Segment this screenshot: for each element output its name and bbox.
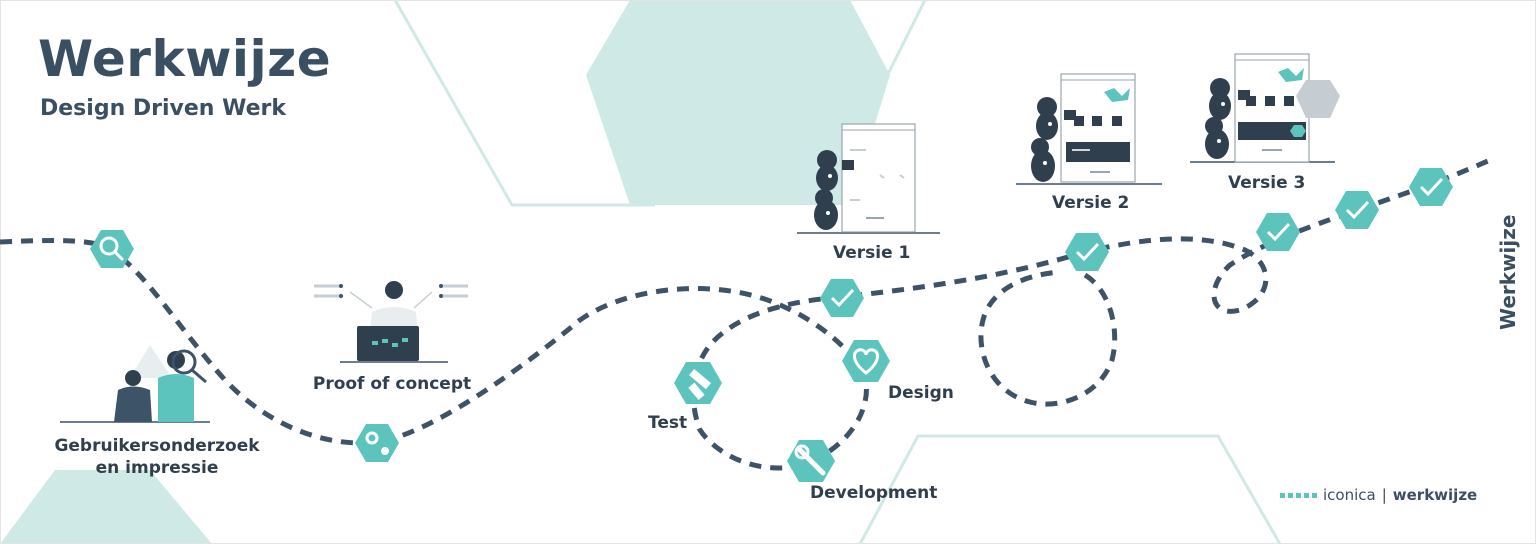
bg-hexagon-outline-bottom: [858, 434, 1282, 544]
step-label-version-1: Versie 1: [833, 243, 911, 263]
step-label-test: Test: [648, 413, 688, 433]
version-2-illustration: [1016, 73, 1162, 185]
journey-path: [0, 157, 1492, 471]
step-label-design: Design: [888, 383, 954, 403]
brand-section: werkwijze: [1392, 486, 1478, 504]
check-marker-1: [820, 279, 864, 317]
step-label-version-3: Versie 3: [1228, 173, 1306, 193]
check-marker-5: [1409, 168, 1453, 206]
test-step-marker: [674, 362, 722, 404]
brand-footer: iconica | werkwijze: [1280, 486, 1477, 504]
settings-step-marker: [355, 424, 399, 462]
page-subtitle: Design Driven Werk: [40, 96, 287, 121]
check-markers: [820, 168, 1453, 317]
page-title: Werkwijze: [38, 30, 332, 88]
step-label-version-2: Versie 2: [1052, 193, 1130, 213]
wrench-icon: [794, 444, 826, 476]
bg-hexagon-bottom-left: [0, 470, 212, 544]
check-icon: [1266, 222, 1291, 242]
search-step-marker: [90, 230, 134, 268]
check-marker-2: [1065, 233, 1109, 271]
check-icon: [1345, 200, 1370, 220]
bg-hexagon-large: [586, 0, 890, 205]
step-label-research: Gebruikersonderzoek en impressie: [54, 436, 260, 478]
check-icon: [830, 288, 855, 308]
check-marker-4: [1335, 191, 1379, 229]
heart-icon: [852, 348, 880, 375]
brand-separator: |: [1381, 486, 1387, 504]
brand-name: iconica: [1323, 486, 1376, 504]
iconica-logo-icon: [1280, 492, 1317, 498]
ruler-pencil-icon: [688, 368, 712, 400]
search-icon: [99, 236, 125, 262]
side-label: Werkwijze: [1496, 214, 1520, 330]
design-step-marker: [842, 340, 890, 382]
development-step-marker: [787, 440, 835, 482]
step-label-development: Development: [810, 483, 938, 503]
step-label-poc: Proof of concept: [312, 374, 472, 394]
bg-hexagon-outline-top: [393, 0, 655, 207]
gears-icon: [365, 431, 389, 455]
check-icon: [1075, 242, 1100, 262]
research-illustration: [60, 345, 210, 423]
version-3-illustration: [1190, 53, 1340, 163]
poc-illustration: [314, 281, 468, 363]
version-1-illustration: [797, 123, 940, 234]
check-icon: [1419, 177, 1444, 197]
check-marker-3: [1256, 213, 1300, 251]
hexagon-sticker: [1296, 80, 1340, 118]
